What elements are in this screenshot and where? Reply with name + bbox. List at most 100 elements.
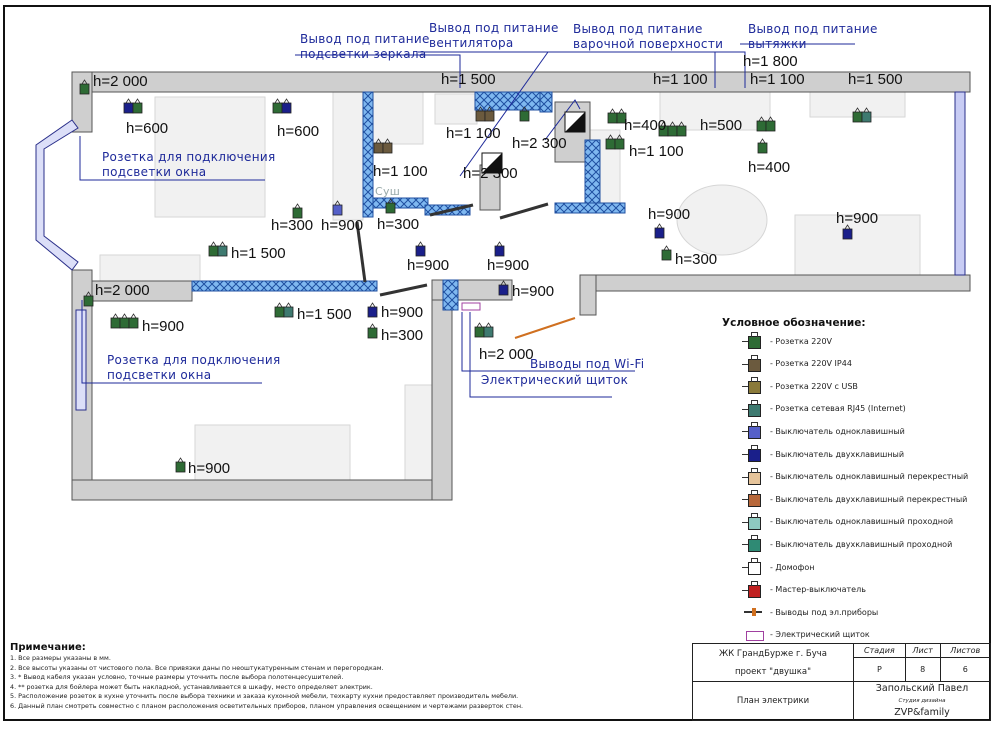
author-cell: Запольский Павел Студия дизайна ZVP&fami…: [853, 681, 991, 721]
socket-ip44: [484, 110, 495, 122]
switch-terminal: [369, 302, 376, 308]
socket-terminal: [759, 138, 766, 144]
switch: [332, 204, 343, 216]
doors: [355, 202, 549, 297]
legend-item: - Выключатель двухклавишный: [742, 445, 904, 462]
socket-rj45-combo: [217, 245, 228, 257]
socket-terminal: [85, 291, 92, 297]
socket-switch-combo-terminal: [283, 98, 290, 104]
drawing-frame: [3, 5, 991, 721]
socket-terminal: [758, 116, 765, 122]
switch-icon: [742, 580, 766, 598]
project-subtitle: проект "двушка": [734, 666, 812, 677]
height-label: h=600: [126, 120, 169, 137]
socket: [756, 120, 767, 132]
sheet-header: Лист: [904, 643, 941, 658]
stage-header: Стадия: [853, 643, 906, 658]
socket: [765, 120, 776, 132]
legend-item: - Выключатель двухклавишный проходной: [742, 535, 953, 553]
note-item: 4. ** розетка для бойлера может быть нак…: [10, 682, 373, 691]
socket-ip44-icon: [742, 354, 766, 372]
socket-terminal: [678, 121, 685, 127]
switch: [415, 245, 426, 257]
socket-terminal: [618, 108, 625, 114]
sink: [434, 93, 478, 125]
height-label: h=900: [142, 318, 185, 335]
height-label: h=300: [675, 251, 718, 268]
height-label: h=1 500: [297, 306, 352, 323]
socket: [614, 138, 625, 150]
callout-line-1: Вывод под питание: [300, 32, 430, 46]
height-label: h=900: [407, 257, 450, 274]
height-label: h=300: [377, 216, 420, 233]
switch: [654, 227, 665, 239]
height-label: h=2 300: [463, 165, 518, 182]
socket: [676, 125, 687, 137]
socket: [292, 207, 303, 219]
height-label: h=2 000: [479, 346, 534, 363]
socket: [519, 110, 530, 122]
socket-terminal: [767, 116, 774, 122]
switch-icon: [742, 512, 766, 530]
legend-item-label: - Выключатель двухклавишный проходной: [770, 539, 953, 549]
socket-terminal: [616, 134, 623, 140]
note-item: 1. Все размеры указаны в мм.: [10, 654, 111, 662]
socket: [757, 142, 768, 154]
socket-switch-combo: [272, 102, 283, 114]
wardrobe: [332, 91, 364, 221]
callout-line-2: подсветки окна: [102, 165, 207, 179]
callout-hood: Вывод под питание вытяжки: [748, 22, 878, 52]
legend-item-label: - Домофон: [770, 562, 815, 572]
bay-window: [35, 119, 79, 271]
legend-item-label: - Розетка 220V IP44: [770, 359, 852, 369]
switch-terminal: [844, 224, 851, 230]
height-label: h=1 500: [848, 71, 903, 88]
legend-item: - Выключатель двухклавишный перекрестный: [742, 490, 967, 508]
height-label: h=400: [624, 117, 667, 134]
legend-item-label: - Розетка 220V: [770, 336, 833, 346]
title-block: ЖК ГрандБурже г. Буча проект "двушка" Ст…: [692, 643, 991, 721]
socket: [175, 461, 186, 473]
switch-terminal: [656, 223, 663, 229]
callout-fan: Вывод под питание вентилятора: [429, 21, 559, 51]
socket-terminal: [81, 79, 88, 85]
devices: [79, 79, 872, 473]
socket-switch-combo-terminal: [274, 98, 281, 104]
drawing-title: План электрики: [692, 681, 854, 721]
callout-line-2: подсветки окна: [107, 368, 212, 382]
callout-hob: Вывод под питание варочной поверхности: [573, 22, 723, 52]
entry-door: [514, 317, 576, 339]
heater-symbol-fill: [482, 153, 502, 173]
height-label: h=500: [700, 117, 743, 134]
socket: [607, 112, 618, 124]
socket-terminal: [112, 313, 119, 319]
note-item: 5. Расположение розеток в кухне уточнить…: [10, 692, 519, 701]
socket-ip44-terminal: [384, 138, 391, 144]
height-label: h=900: [321, 217, 364, 234]
height-label: h=1 800: [743, 53, 798, 70]
callout-line-2: вентилятора: [429, 36, 514, 50]
socket: [367, 327, 378, 339]
callout-line-1: Вывод под питание: [573, 22, 703, 36]
socket-rj45-combo-terminal: [485, 322, 492, 328]
notes: Примечание: 1. Все размеры указаны в мм.…: [10, 642, 690, 712]
socket-terminal: [177, 457, 184, 463]
height-label: h=2 000: [95, 282, 150, 299]
callout-line-2: вытяжки: [748, 37, 807, 51]
socket-ip44-terminal: [486, 106, 493, 112]
socket-terminal: [607, 134, 614, 140]
socket-rj45-combo-terminal: [285, 302, 292, 308]
legend-item: - Выключатель одноклавишный проходной: [742, 512, 953, 530]
height-label: h=900: [381, 304, 424, 321]
rj45-icon: [742, 399, 766, 417]
partitions: [191, 91, 626, 311]
socket-icon: [742, 377, 766, 395]
socket-switch-combo: [123, 102, 134, 114]
socket: [616, 112, 627, 124]
dining-table: [676, 184, 768, 256]
height-label: h=2 000: [93, 73, 148, 90]
callout-wifi: Выводы под Wi-Fi: [530, 357, 645, 371]
sheets-header: Листов: [939, 643, 991, 658]
socket: [128, 317, 139, 329]
height-label: h=300: [271, 217, 314, 234]
